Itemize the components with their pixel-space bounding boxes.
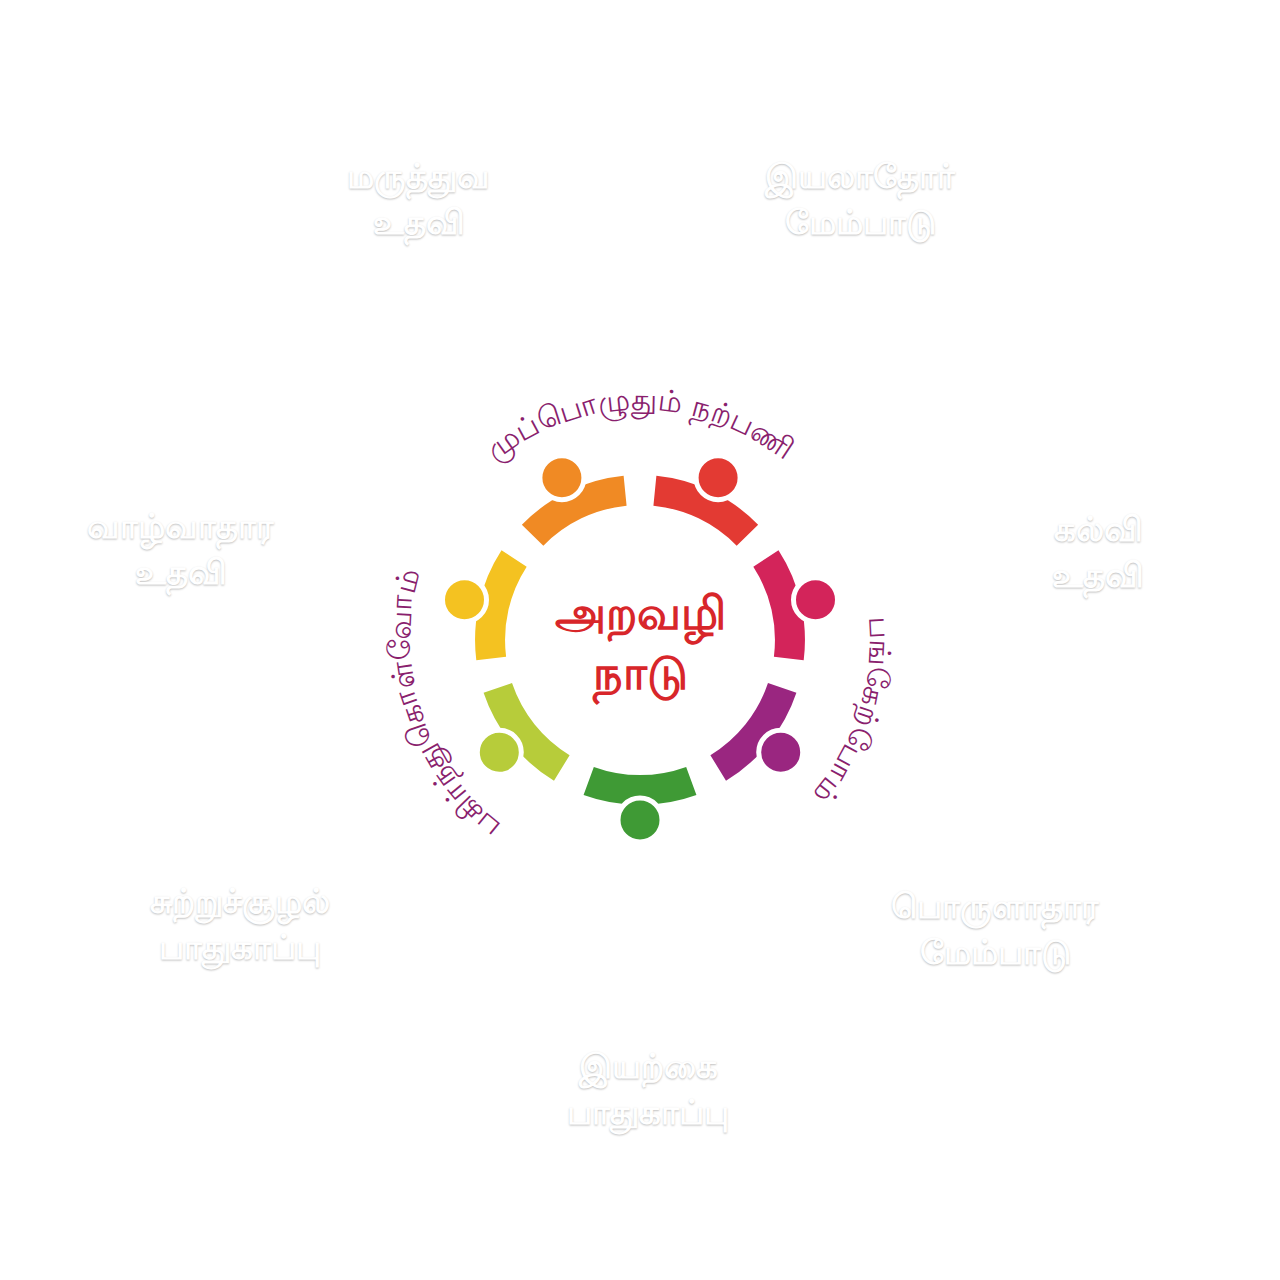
wheel-segment: வாழ்வாதார உதவி bbox=[0, 240, 640, 783]
segment-shape bbox=[362, 640, 918, 1280]
person-arm bbox=[589, 781, 692, 790]
segment-wedge bbox=[0, 241, 640, 782]
person-arm bbox=[533, 491, 626, 536]
wheel-segment: சுற்றுச்சூழல் பாதுகாப்பு bbox=[16, 640, 640, 1217]
center-circle: அறவழி நாடு முப்பொழுதும் நற்பணி பங்கேற்போம்… bbox=[330, 330, 950, 950]
center-title: அறவழி நாடு bbox=[555, 584, 726, 704]
segment-wedge bbox=[16, 640, 640, 1217]
segment-label: மருத்துவ உதவி bbox=[347, 154, 490, 246]
curved-slogan: முப்பொழுதும் நற்பணி bbox=[479, 382, 801, 469]
segment-shape bbox=[640, 640, 1264, 1217]
segment-wedge bbox=[640, 640, 1264, 1217]
person-head bbox=[443, 578, 487, 622]
segment-label: சுற்றுச்சூழல் பாதுகாப்பு bbox=[150, 879, 330, 971]
person-arm bbox=[655, 491, 748, 536]
wheel-segment: பொருளாதார மேம்பாடு bbox=[640, 640, 1264, 1217]
wheel-segment: கல்வி உதவி bbox=[640, 240, 1280, 783]
segment-shape bbox=[640, 240, 1280, 783]
segment-label: கல்வி உதவி bbox=[1052, 507, 1144, 599]
curved-slogan: பகிர்ந்துகொள்வோம் bbox=[381, 565, 507, 846]
person-head bbox=[794, 578, 838, 622]
segment-shape bbox=[16, 640, 640, 1217]
person-head bbox=[696, 456, 740, 500]
wheel-segment: இயற்கை பாதுகாப்பு bbox=[362, 640, 918, 1280]
segment-label: பொருளாதார மேம்பாடு bbox=[891, 884, 1099, 976]
curved-slogan-path: பங்கேற்போம் bbox=[806, 615, 898, 811]
segment-label: இயலாதோர் மேம்பாடு bbox=[765, 154, 955, 246]
person-arm bbox=[766, 559, 790, 659]
segment-label: வாழ்வாதார உதவி bbox=[87, 504, 274, 596]
center-disc-fill bbox=[334, 334, 946, 946]
person-head bbox=[540, 456, 584, 500]
person-arm bbox=[490, 559, 514, 659]
person-head bbox=[477, 730, 521, 774]
curved-slogan-path: முப்பொழுதும் நற்பணி bbox=[479, 382, 801, 469]
curved-slogan: பங்கேற்போம் bbox=[806, 615, 898, 811]
segment-label: இயற்கை பாதுகாப்பு bbox=[567, 1044, 729, 1136]
person-head bbox=[759, 730, 803, 774]
curved-slogan-path: பகிர்ந்துகொள்வோம் bbox=[381, 565, 507, 846]
curved-text-layer: முப்பொழுதும் நற்பணி பங்கேற்போம் பகிர்ந்துக… bbox=[330, 330, 950, 950]
segment-wedge bbox=[362, 640, 917, 1280]
segment-wedge bbox=[640, 241, 1280, 782]
person-head bbox=[618, 798, 662, 842]
